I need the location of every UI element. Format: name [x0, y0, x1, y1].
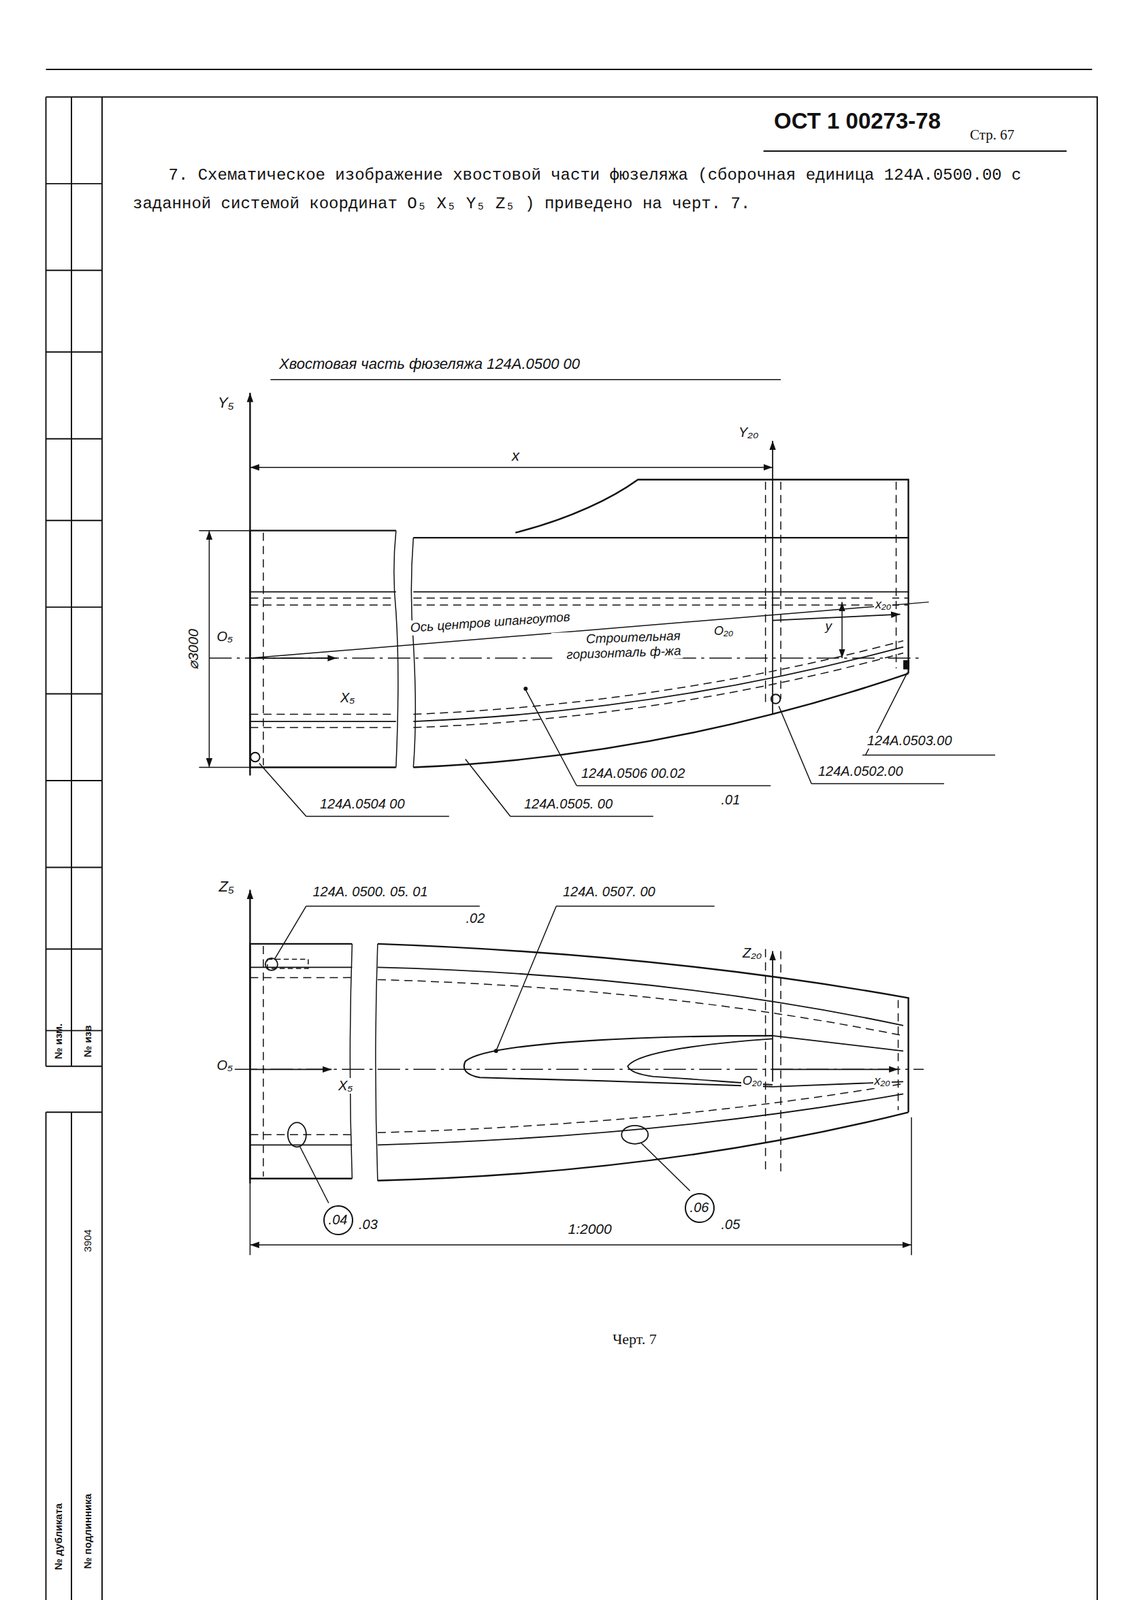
- axis-label: Z₅: [217, 878, 236, 896]
- origin-label: O₂₀: [741, 1074, 764, 1089]
- part-number: 124А. 0507. 00: [561, 884, 657, 900]
- page-frame: [45, 69, 1098, 1600]
- dimension-label: ⌀3000: [184, 627, 201, 672]
- side-view: [198, 392, 996, 817]
- part-number: 124А.0502.00: [816, 763, 905, 780]
- axis-label: x₂₀: [873, 1074, 892, 1089]
- callout-circle: .06: [684, 1193, 715, 1224]
- stamp-text: 3904: [81, 1229, 94, 1252]
- stamp-text: № дубликата: [52, 1502, 64, 1570]
- standard-code: ОСТ 1 00273-78: [773, 108, 941, 135]
- plan-view: [234, 889, 924, 1256]
- axis-label: x₂₀: [873, 597, 893, 612]
- part-number: 124А.0504 00: [318, 796, 407, 813]
- stamp-text: № изв: [81, 1025, 94, 1058]
- axis-label: Y₂₀: [737, 424, 760, 441]
- axis-label: X₅: [338, 690, 356, 706]
- dimension-label: y: [824, 618, 834, 634]
- axis-label: X₅: [336, 1078, 354, 1094]
- page-number: Стр. 67: [969, 126, 1015, 143]
- origin-label: O₅: [215, 628, 235, 645]
- stamp-text: № изм.: [52, 1023, 64, 1060]
- dimension-label: 1:2000: [566, 1221, 614, 1238]
- part-number: 124А.0505. 00: [522, 796, 614, 813]
- part-number: .05: [720, 1216, 742, 1233]
- callout-number: .04: [328, 1212, 348, 1228]
- part-number: 124А.0506 00.02: [579, 765, 687, 782]
- axis-label: Z₂₀: [741, 945, 764, 962]
- axis-label: Y₅: [216, 394, 236, 412]
- part-number: .01: [720, 792, 742, 808]
- part-number: 124А. 0500. 05. 01: [311, 884, 430, 900]
- part-number: 124А.0503.00: [865, 733, 954, 749]
- part-number: .02: [464, 910, 487, 927]
- stamp-text: № подлинника: [81, 1494, 94, 1569]
- part-number: .03: [357, 1216, 380, 1233]
- body-text: 7. Схематическое изображение хвостовой ч…: [132, 161, 1068, 219]
- axis-note: Ось центров шпангоутов: [408, 609, 572, 636]
- dimension-label: x: [510, 447, 521, 465]
- origin-label: O₅: [215, 1057, 235, 1074]
- figure-caption: Черт. 7: [612, 1330, 657, 1348]
- origin-label: O₂₀: [712, 624, 735, 639]
- drawing-title: Хвостовая часть фюзеляжа 124А.0500 00: [277, 355, 582, 373]
- callout-number: .06: [690, 1199, 710, 1216]
- axis-note: Строительная горизонталь ф-жа: [551, 628, 683, 663]
- callout-circle: .04: [323, 1205, 354, 1236]
